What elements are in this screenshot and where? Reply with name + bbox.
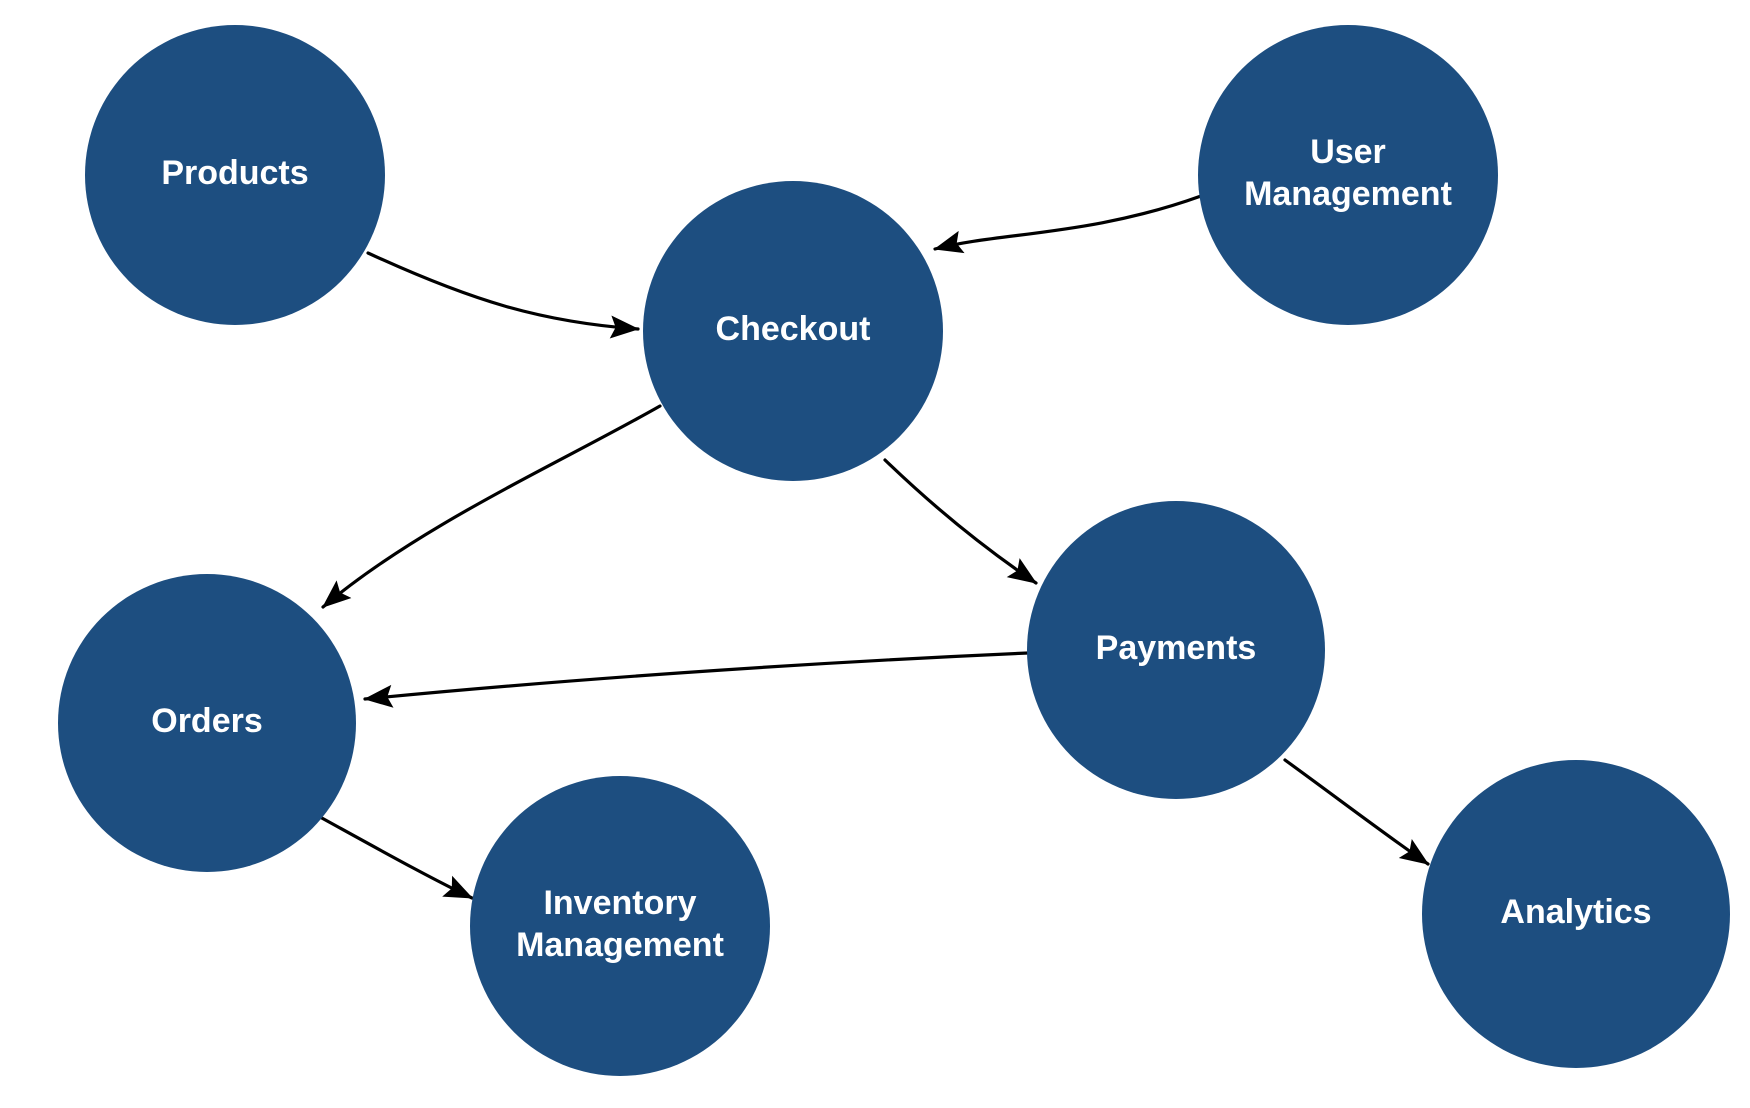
nodes-layer: ProductsCheckoutUserManagementOrdersPaym… <box>58 25 1730 1076</box>
edges-layer <box>318 194 1430 900</box>
node-circle-analytics[interactable] <box>1422 760 1730 1068</box>
node-circle-checkout[interactable] <box>643 181 943 481</box>
edge-payments-to-analytics[interactable] <box>1283 758 1430 866</box>
node-orders[interactable]: Orders <box>58 574 356 872</box>
node-circle-user-management[interactable] <box>1198 25 1498 325</box>
node-circle-orders[interactable] <box>58 574 356 872</box>
node-label-products: Products <box>161 154 308 192</box>
node-label-analytics: Analytics <box>1500 893 1651 931</box>
node-label-orders: Orders <box>151 702 263 740</box>
edge-products-to-checkout[interactable] <box>366 251 640 339</box>
node-circle-inventory-management[interactable] <box>470 776 770 1076</box>
edge-checkout-to-payments[interactable] <box>883 458 1038 585</box>
node-analytics[interactable]: Analytics <box>1422 760 1730 1068</box>
node-label-user-management: User <box>1310 133 1386 171</box>
node-products[interactable]: Products <box>85 25 385 325</box>
node-label-inventory-management: Inventory <box>543 884 696 922</box>
node-checkout[interactable]: Checkout <box>643 181 943 481</box>
node-label-checkout: Checkout <box>716 310 871 348</box>
node-payments[interactable]: Payments <box>1027 501 1325 799</box>
node-label-user-management: Management <box>1244 175 1452 213</box>
edge-checkout-to-orders[interactable] <box>321 404 662 609</box>
edge-orders-to-inventory-management[interactable] <box>318 815 474 900</box>
node-circle-payments[interactable] <box>1027 501 1325 799</box>
node-circle-products[interactable] <box>85 25 385 325</box>
node-label-payments: Payments <box>1096 629 1257 667</box>
node-label-inventory-management: Management <box>516 926 724 964</box>
edge-payments-to-orders[interactable] <box>363 651 1030 708</box>
edge-user-management-to-checkout[interactable] <box>933 194 1203 254</box>
